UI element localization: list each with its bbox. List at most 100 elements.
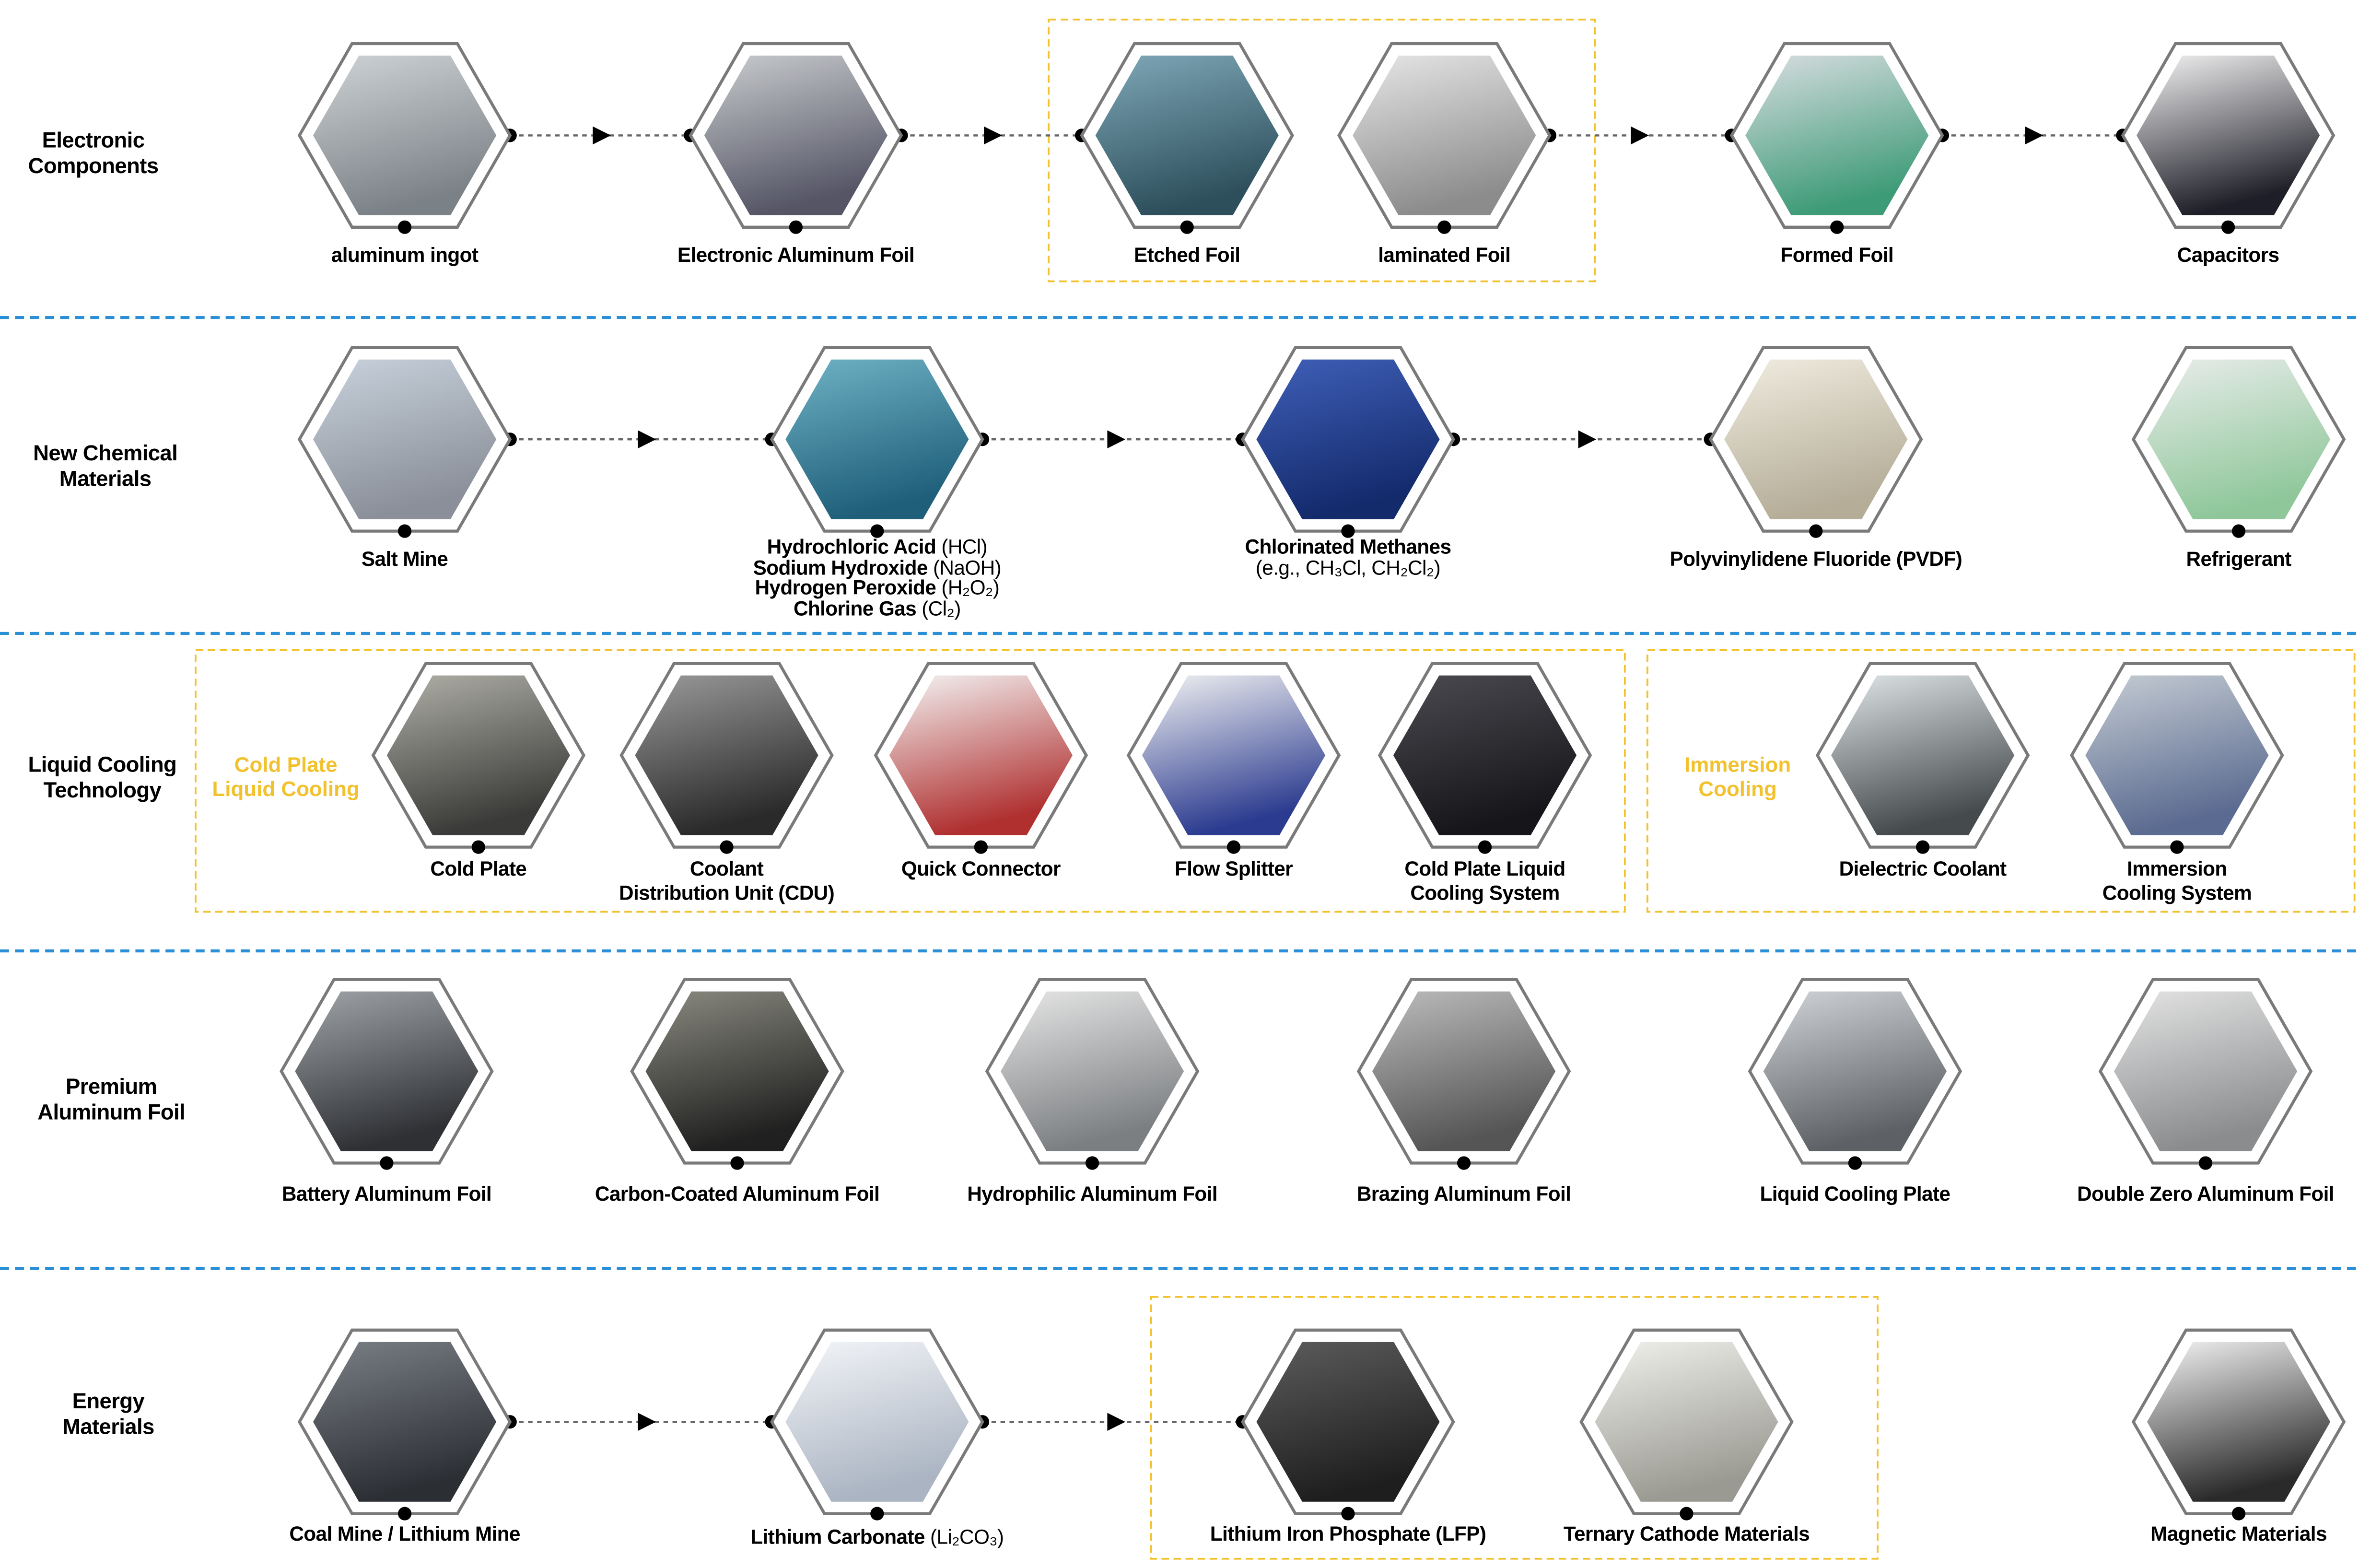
product-node [2070,662,2284,854]
product-node [770,1328,984,1521]
product-name: Hydrochloric Acid [767,536,936,559]
product-node [689,42,903,234]
product-label: Coal Mine / Lithium Mine [289,1522,520,1545]
product-label: Electronic Aluminum Foil [677,244,915,267]
product-photo [889,675,1073,835]
product-node [1709,346,1923,538]
product-photo [1763,991,1947,1151]
row-label: Liquid Cooling Technology [28,754,177,804]
product-node [2131,1328,2346,1521]
group-box [1150,1296,1879,1560]
product-photo [1372,991,1556,1151]
row-label: Premium Aluminum Foil [37,1076,186,1126]
group-box [195,649,1626,913]
node-dot [1085,1156,1099,1170]
product-node [297,346,512,538]
group-box [1647,649,2356,913]
product-label: Magnetic Materials [2150,1522,2327,1545]
product-node [1378,662,1592,854]
row-label: New Chemical Materials [33,442,178,492]
node-dot [2231,524,2246,538]
node-dot [1848,1156,1862,1170]
chemical-formula: (HCl) [936,536,988,559]
product-label: Polyvinylidene Fluoride (PVDF) [1670,548,1962,571]
node-dot [1809,524,1823,538]
chemical-formula: (H₂O₂) [936,576,1000,599]
arrow-icon [984,126,1002,145]
product-label: laminated Foil [1378,244,1511,267]
product-node [2121,42,2336,234]
row-label: Electronic Components [28,129,159,179]
product-node [630,978,844,1170]
product-photo [1393,675,1577,835]
product-photo [704,55,888,215]
node-dot [1437,220,1451,234]
node-dot [2221,220,2235,234]
product-label-line: Cold Plate Liquid [1404,857,1565,880]
product-name: Hydrogen Peroxide [755,576,936,599]
node-dot [1830,220,1844,234]
product-node [1729,42,1944,234]
product-photo [1000,991,1184,1151]
product-label: Battery Aluminum Foil [281,1182,492,1205]
node-dot [397,220,412,234]
product-label-line: Coolant [689,857,764,880]
product-node [1748,978,1962,1170]
product-label: Salt Mine [361,548,448,571]
product-node [1356,978,1571,1170]
product-photo [1095,55,1279,215]
node-dot [397,1507,412,1521]
node-dot [720,840,734,854]
product-node [371,662,586,854]
product-photo [313,359,497,519]
product-label: Hydrophilic Aluminum Foil [967,1182,1217,1205]
arrow-icon [638,430,656,449]
product-label-line: Distribution Unit (CDU) [619,881,835,904]
arrow-icon [1631,126,1649,145]
product-node [1579,1328,1794,1521]
product-label: Refrigerant [2186,548,2291,571]
product-label: Double Zero Aluminum Foil [2077,1182,2334,1205]
node-dot [789,220,803,234]
product-label: Lithium Carbonate (Li₂CO₃) [750,1526,1004,1549]
product-label-line: Cooling System [2102,881,2252,904]
chemical-formula: (Cl₂) [916,597,961,620]
product-node [1241,1328,1455,1521]
arrow-icon [1107,430,1126,449]
node-dot [730,1156,744,1170]
product-node [1126,662,1341,854]
node-dot [1226,840,1241,854]
product-node [297,42,512,234]
chemical-formula: (Li₂CO₃) [924,1525,1004,1548]
chemical-formula: (NaOH) [927,556,1002,579]
group-label: Cold Plate Liquid Cooling [212,752,360,801]
product-photo [2147,359,2331,519]
node-dot [870,1507,884,1521]
product-label-line: Cooling System [1410,881,1560,904]
chemical-formula: (e.g., CH₃Cl, CH₂Cl₂) [1255,556,1441,579]
product-node [1337,42,1552,234]
product-photo [2136,55,2320,215]
product-label: Flow Splitter [1174,857,1293,880]
node-dot [2170,840,2184,854]
product-label: Chlorinated Methanes(e.g., CH₃Cl, CH₂Cl₂… [1245,537,1451,578]
product-node [1815,662,2030,854]
node-dot [397,524,412,538]
node-dot [1341,1507,1355,1521]
product-photo [1142,675,1326,835]
arrow-icon [2025,126,2044,145]
product-photo [2114,991,2298,1151]
arrow-icon [593,126,611,145]
product-photo [785,359,969,519]
product-photo [1745,55,1929,215]
node-dot [2198,1156,2213,1170]
product-label: Lithium Iron Phosphate (LFP) [1210,1522,1486,1545]
product-label-line: Chlorinated Methanes [1245,537,1451,557]
product-label: Formed Foil [1780,244,1894,267]
product-label-line: Chlorine Gas (Cl₂) [753,597,1002,620]
arrow-icon [1107,1413,1126,1431]
